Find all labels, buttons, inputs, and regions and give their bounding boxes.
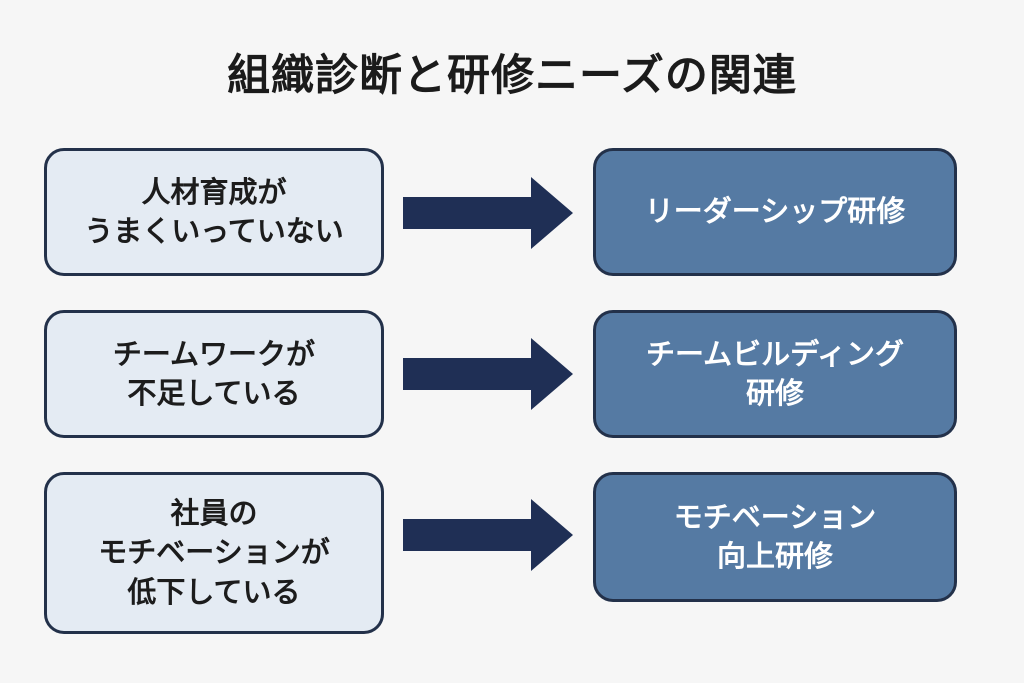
- issue-box-3: 社員の モチベーションが 低下している: [44, 472, 384, 634]
- training-box-2: チームビルディング 研修: [593, 310, 957, 438]
- issue-box-2: チームワークが 不足している: [44, 310, 384, 438]
- issue-box-1: 人材育成が うまくいっていない: [44, 148, 384, 276]
- arrow-right-icon: [403, 177, 573, 249]
- training-box-1: リーダーシップ研修: [593, 148, 957, 276]
- arrow-right-icon: [403, 338, 573, 410]
- page-title: 組織診断と研修ニーズの関連: [227, 51, 797, 101]
- training-box-3: モチベーション 向上研修: [593, 472, 957, 602]
- arrow-right-icon: [403, 499, 573, 571]
